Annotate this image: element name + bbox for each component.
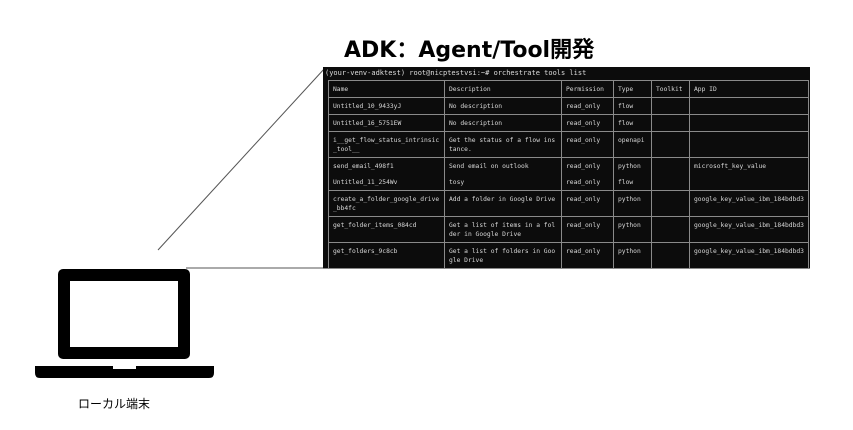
table-cell: read_only xyxy=(561,190,614,217)
table-cell: read_only xyxy=(561,216,614,243)
table-cell xyxy=(651,131,690,158)
table-cell: Get the status of a flow instance. xyxy=(444,131,562,158)
table-row-partial xyxy=(329,269,809,270)
table-cell: read_only xyxy=(561,157,614,174)
table-cell: i__get_flow_status_intrinsic_tool__ xyxy=(328,131,445,158)
table-cell: python xyxy=(613,157,652,174)
table-cell: google_key_value_ibm_184bdbd3 xyxy=(689,190,809,217)
table-cell: microsoft_key_value xyxy=(689,157,809,174)
table-cell: read_only xyxy=(561,242,614,268)
table-cell: read_only xyxy=(561,131,614,158)
table-cell: openapi xyxy=(613,131,652,158)
table-cell: Untitled_16_5751EW xyxy=(328,114,445,132)
table-cell xyxy=(562,269,614,270)
table-cell: No description xyxy=(444,97,562,115)
table-cell: python xyxy=(613,242,652,268)
table-cell: tosy xyxy=(444,174,562,191)
terminal-window: (your-venv-adktest) root@nicptestvsi:~# … xyxy=(323,67,810,269)
table-cell: Add a folder in Google Drive xyxy=(444,190,562,217)
device-label: ローカル端末 xyxy=(78,397,151,411)
table-cell: read_only xyxy=(561,114,614,132)
col-toolkit: Toolkit xyxy=(651,80,690,98)
table-cell: flow xyxy=(613,174,652,191)
laptop-icon xyxy=(35,269,214,378)
table-cell: google_key_value_ibm_184bdbd3 xyxy=(689,242,809,268)
col-description: Description xyxy=(444,80,562,98)
connector-line-top xyxy=(157,67,326,251)
table-cell xyxy=(689,114,809,132)
table-cell: send_email_498f1 xyxy=(328,157,445,174)
table-cell xyxy=(329,269,445,270)
table-cell: get_folders_9c8cb xyxy=(328,242,445,268)
table-cell xyxy=(651,216,690,243)
page-title: ADK：Agent/Tool開発 xyxy=(344,38,595,63)
table-cell: create_a_folder_google_drive_bb4fc xyxy=(328,190,445,217)
table-header: Name Description Permission Type Toolkit… xyxy=(328,80,809,98)
table-cell xyxy=(690,269,809,270)
table-cell xyxy=(689,174,809,191)
table-cell: Get a list of folders in Google Drive xyxy=(444,242,562,268)
table-cell: read_only xyxy=(561,174,614,191)
table-cell xyxy=(651,242,690,268)
table-cell xyxy=(651,97,690,115)
table-cell xyxy=(445,269,562,270)
col-app-id: App ID xyxy=(689,80,809,98)
table-cell: python xyxy=(613,190,652,217)
col-name: Name xyxy=(328,80,445,98)
table-cell xyxy=(614,269,652,270)
table-cell: Send email on outlook xyxy=(444,157,562,174)
table-cell: google_key_value_ibm_184bdbd3 xyxy=(689,216,809,243)
table-cell: get_folder_items_084cd xyxy=(328,216,445,243)
terminal-command: (your-venv-adktest) root@nicptestvsi:~# … xyxy=(325,69,587,77)
table-cell: flow xyxy=(613,97,652,115)
tools-table: Name Description Permission Type Toolkit… xyxy=(328,80,809,270)
col-type: Type xyxy=(613,80,652,98)
table-cell xyxy=(689,131,809,158)
table-cell: Get a list of items in a folder in Googl… xyxy=(444,216,562,243)
table-row: i__get_flow_status_intrinsic_tool__Get t… xyxy=(328,131,809,158)
table-cell xyxy=(689,97,809,115)
table-cell: No description xyxy=(444,114,562,132)
table-cell: flow xyxy=(613,114,652,132)
table-cell: Untitled_11_254Wv xyxy=(328,174,445,191)
col-permission: Permission xyxy=(561,80,614,98)
table-cell xyxy=(651,190,690,217)
table-cell xyxy=(652,269,690,270)
table-cell xyxy=(651,157,690,174)
table-cell: read_only xyxy=(561,97,614,115)
table-cell: python xyxy=(613,216,652,243)
table-cell xyxy=(651,114,690,132)
table-cell xyxy=(651,174,690,191)
table-cell: Untitled_10_9433yJ xyxy=(328,97,445,115)
